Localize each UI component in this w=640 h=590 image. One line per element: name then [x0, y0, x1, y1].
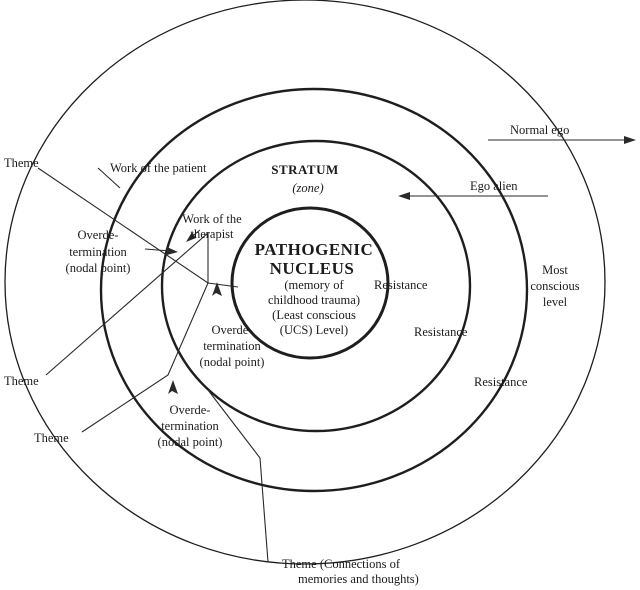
resistance-outer: Resistance	[474, 375, 528, 389]
therapist-arrowhead	[186, 232, 196, 242]
nucleus-line-4: childhood trauma)	[268, 293, 360, 307]
nucleus-ring	[230, 206, 390, 360]
stratum-subtitle: (zone)	[292, 181, 323, 195]
theme-bottom-2: memories and thoughts)	[298, 572, 419, 586]
nucleus-line-3: (memory of	[284, 278, 344, 292]
overdet-low-3: (nodal point)	[158, 435, 223, 449]
outer-ring	[4, 0, 606, 565]
nucleus-title-1: PATHOGENIC	[255, 240, 374, 259]
ego-alien-arrowhead	[398, 192, 410, 200]
theme-bottom-leader	[259, 457, 269, 563]
resistance-middle: Resistance	[414, 325, 468, 339]
work-patient-label: Work of the patient	[110, 161, 207, 175]
nucleus-line-6: (UCS) Level)	[280, 323, 348, 337]
work-therapist-2: therapist	[190, 227, 234, 241]
overdet-mid-arrowhead	[212, 282, 222, 296]
theme-bottom-1: Theme (Connections of	[282, 557, 401, 571]
normal-ego-label: Normal ego	[510, 123, 569, 137]
most-conscious-3: level	[543, 295, 568, 309]
nucleus-title-2: NUCLEUS	[270, 259, 355, 278]
theme-low-line	[81, 282, 209, 433]
theme-top-label: Theme	[4, 156, 39, 170]
overdet-left-2: termination	[69, 245, 127, 259]
overdet-low-1: Overde-	[170, 403, 211, 417]
overdet-mid-1: Overde-	[212, 323, 253, 337]
overdet-left-arrow-line	[144, 248, 171, 252]
overdet-mid-3: (nodal point)	[200, 355, 265, 369]
nucleus-line-5: (Least conscious	[272, 308, 356, 322]
theme-mid-line	[45, 231, 209, 376]
third-ring	[160, 139, 472, 433]
work-patient-leader	[97, 167, 121, 189]
overdet-left-1: Overde-	[78, 228, 119, 242]
normal-ego-arrowhead	[624, 136, 636, 144]
theme-mid-label: Theme	[4, 374, 39, 388]
overdet-left-arrowhead	[167, 247, 178, 255]
overdet-low-arrowhead	[168, 380, 178, 394]
second-ring	[99, 87, 529, 493]
theme-bottom-line	[207, 389, 261, 459]
overdet-mid-2: termination	[203, 339, 261, 353]
work-therapist-1: Work of the	[182, 212, 242, 226]
overdet-left-3: (nodal point)	[66, 261, 131, 275]
stratum-title: STRATUM	[271, 162, 339, 177]
ego-alien-label: Ego alien	[470, 179, 518, 193]
theme-low-label: Theme	[34, 431, 69, 445]
most-conscious-2: conscious	[530, 279, 579, 293]
most-conscious-1: Most	[542, 263, 568, 277]
overdet-low-2: termination	[161, 419, 219, 433]
resistance-inner: Resistance	[374, 278, 428, 292]
